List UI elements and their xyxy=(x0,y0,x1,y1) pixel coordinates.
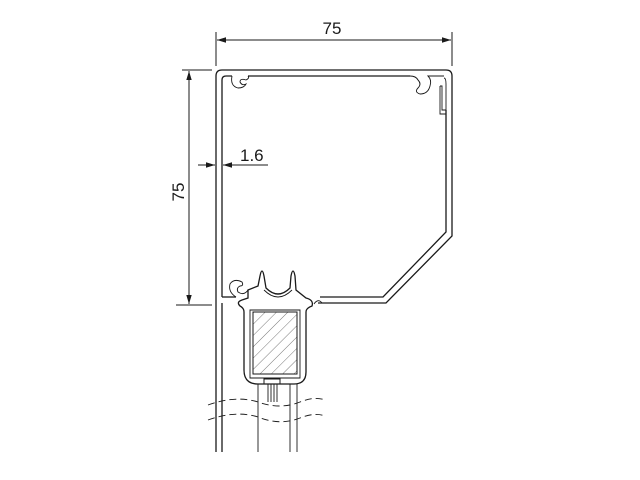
wall-thickness-label: 1.6 xyxy=(240,146,264,165)
width-dimension: 75 xyxy=(215,19,453,66)
wall-thickness-dimension: 1.6 xyxy=(198,146,268,168)
height-label: 75 xyxy=(169,183,188,202)
height-dimension: 75 xyxy=(169,69,212,306)
brush-seal xyxy=(263,378,281,402)
seal-holder xyxy=(237,270,323,385)
width-label: 75 xyxy=(323,19,342,38)
box-profile xyxy=(215,69,453,304)
wall-section xyxy=(207,303,326,452)
